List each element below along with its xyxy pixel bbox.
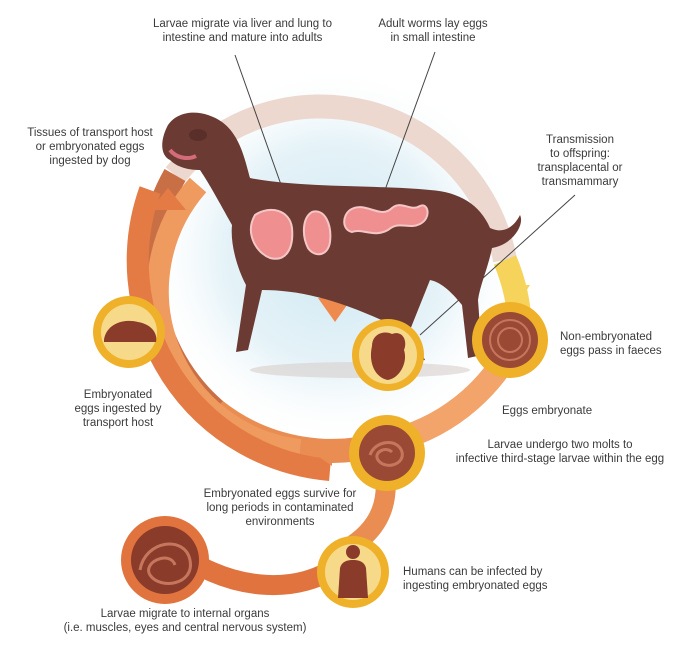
leader-transmission	[419, 194, 576, 336]
puppy-icon	[370, 332, 406, 380]
arrow-right	[505, 285, 530, 305]
node-human	[317, 536, 389, 608]
intestine-icon	[343, 204, 429, 235]
label-larvae-migrate-liver-lung: Larvae migrate via liver and lung to int…	[153, 18, 332, 44]
rodent-icon	[104, 320, 157, 342]
larva-icon	[131, 526, 199, 594]
label-larvae-two-molts: Larvae undergo two molts to infective th…	[455, 439, 665, 465]
arrow-bottom	[312, 440, 332, 466]
label-eggs-embryonate: Eggs embryonate	[502, 405, 593, 417]
label-transmission-offspring: Transmission to offspring: transplacenta…	[537, 134, 623, 188]
node-embryonated-egg	[349, 415, 425, 491]
human-icon	[338, 545, 368, 598]
organs	[250, 204, 429, 260]
embryonated-egg-icon	[359, 425, 415, 481]
label-non-embryonated-eggs: Non-embryonated eggs pass in faeces	[560, 331, 662, 357]
label-adult-worms-lay-eggs: Adult worms lay eggs in small intestine	[378, 18, 488, 44]
label-larvae-internal-organs: Larvae migrate to internal organs (i.e. …	[63, 608, 307, 634]
ring-outer-left	[126, 186, 331, 481]
node-egg	[472, 302, 548, 378]
node-larva	[121, 516, 209, 604]
label-embryonated-eggs-survive: Embryonated eggs survive for long period…	[203, 488, 357, 528]
leader-adult-worms	[384, 51, 436, 191]
node-rodent	[93, 296, 165, 368]
label-embryonated-eggs-transport-host: Embryonated eggs ingested by transport h…	[74, 389, 162, 429]
node-puppy	[352, 319, 424, 391]
arrow-left-up	[150, 188, 186, 210]
lung-icon	[250, 208, 294, 260]
label-humans-infected: Humans can be infected by ingesting embr…	[403, 566, 548, 592]
liver-icon	[302, 210, 332, 256]
label-tissues-transport-host: Tissues of transport host or embryonated…	[27, 127, 153, 167]
